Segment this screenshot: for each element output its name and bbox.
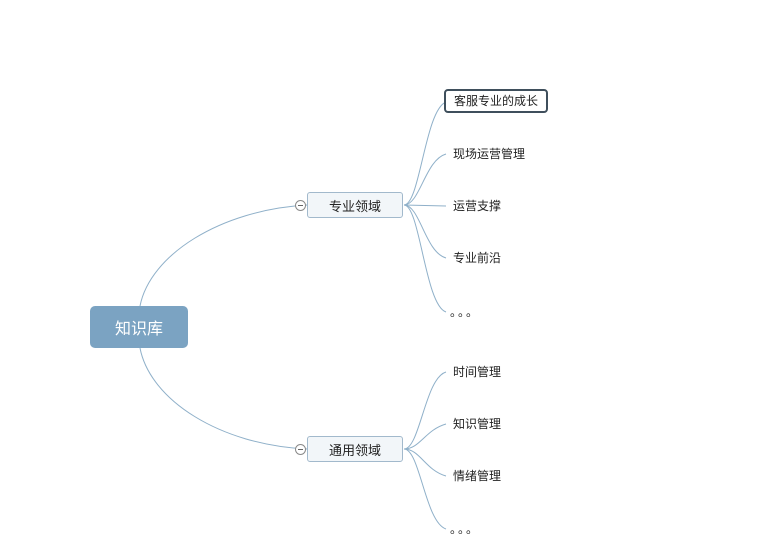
- subtopic-emotion-management[interactable]: 情绪管理: [453, 468, 501, 484]
- collapse-toggle-general[interactable]: [295, 444, 306, 455]
- link-root-general: [139, 347, 308, 450]
- root-topic-label: 知识库: [114, 319, 163, 338]
- subtopic-customer-service-growth[interactable]: 客服专业的成长: [444, 89, 549, 113]
- branch-topic-professional[interactable]: 专业领域: [307, 192, 403, 218]
- link-pro-1: [403, 101, 447, 206]
- link-gen-3: [403, 448, 447, 477]
- link-gen-4: [403, 448, 447, 530]
- subtopic-label: 情绪管理: [453, 469, 502, 483]
- subtopic-label: 。。。: [450, 305, 481, 319]
- subtopic-operations-support[interactable]: 运营支撑: [453, 198, 501, 214]
- branch-topic-general[interactable]: 通用领域: [307, 436, 403, 462]
- subtopic-label: 客服专业的成长: [454, 94, 539, 108]
- subtopic-label: 。。。: [450, 522, 481, 536]
- root-topic[interactable]: 知识库: [90, 306, 188, 348]
- link-root-professional: [139, 204, 308, 307]
- subtopic-label: 专业前沿: [453, 251, 502, 265]
- subtopic-professional-frontier[interactable]: 专业前沿: [453, 250, 501, 266]
- branch-topic-label: 专业领域: [328, 199, 381, 215]
- link-pro-5: [403, 204, 447, 313]
- collapse-toggle-professional[interactable]: [295, 200, 306, 211]
- link-pro-3: [403, 204, 447, 207]
- link-pro-2: [403, 153, 447, 206]
- link-gen-1: [403, 371, 447, 450]
- subtopic-label: 运营支撑: [453, 199, 502, 213]
- subtopic-field-operations[interactable]: 现场运营管理: [453, 146, 525, 162]
- link-gen-2: [403, 423, 447, 450]
- subtopic-label: 现场运营管理: [453, 147, 526, 161]
- subtopic-time-management[interactable]: 时间管理: [453, 364, 501, 380]
- subtopic-label: 知识管理: [453, 417, 502, 431]
- subtopic-more-professional[interactable]: 。。。: [450, 304, 480, 320]
- branch-topic-label: 通用领域: [328, 443, 381, 459]
- subtopic-label: 时间管理: [453, 365, 502, 379]
- link-pro-4: [403, 204, 447, 259]
- subtopic-knowledge-management[interactable]: 知识管理: [453, 416, 501, 432]
- subtopic-more-general[interactable]: 。。。: [450, 521, 480, 537]
